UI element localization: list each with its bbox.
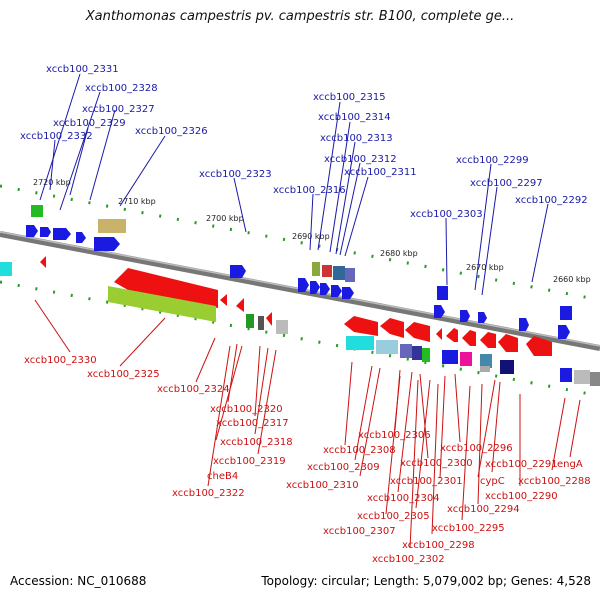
gene-label[interactable]: xccb100_2325 [87,369,160,380]
gene-label[interactable]: xccb100_2330 [24,355,97,366]
gene-label[interactable]: xccb100_2312 [324,154,397,165]
gene-label[interactable]: engA [557,459,583,470]
gene-label[interactable]: xccb100_2318 [220,437,293,448]
gene-label[interactable]: xccb100_2306 [358,430,431,441]
gene-label[interactable]: xccb100_2320 [210,404,283,415]
gene-label[interactable]: xccb100_2322 [172,488,245,499]
gene-label[interactable]: xccb100_2316 [273,185,346,196]
gene-label[interactable]: xccb100_2308 [323,445,396,456]
gene-label[interactable]: xccb100_2327 [82,104,155,115]
genome-summary: Topology: circular; Length: 5,079,002 bp… [261,574,591,588]
gene-label[interactable]: xccb100_2299 [456,155,529,166]
accession-text: Accession: NC_010688 [10,574,147,588]
gene-label[interactable]: xccb100_2304 [367,493,440,504]
gene-label[interactable]: xccb100_2292 [515,195,588,206]
gene-label[interactable]: xccb100_2303 [410,209,483,220]
gene-label[interactable]: xccb100_2302 [372,554,445,565]
gene-label[interactable]: xccb100_2326 [135,126,208,137]
gene-label[interactable]: xccb100_2324 [157,384,230,395]
gene-label[interactable]: xccb100_2329 [53,118,126,129]
scale-label: 2720 kbp [33,178,71,187]
gene-label[interactable]: xccb100_2296 [440,443,513,454]
scale-label: 2680 kbp [380,249,418,258]
gene-label[interactable]: xccb100_2313 [320,133,393,144]
gene-label[interactable]: cheB4 [207,471,238,482]
gene-label[interactable]: xccb100_2311 [344,167,417,178]
gene-label[interactable]: xccb100_2310 [286,480,359,491]
gene-label[interactable]: xccb100_2298 [402,540,475,551]
gene-label[interactable]: xccb100_2328 [85,83,158,94]
scale-label: 2660 kbp [553,275,591,284]
gene-label[interactable]: xccb100_2314 [318,112,391,123]
gene-label[interactable]: xccb100_2332 [20,131,93,142]
gene-label[interactable]: xccb100_2290 [485,491,558,502]
scale-label: 2710 kbp [118,197,156,206]
gene-label[interactable]: xccb100_2300 [400,458,473,469]
scale-label: 2700 kbp [206,214,244,223]
lower-leaders [34,299,581,549]
upper-leaders [39,73,549,296]
gene-label[interactable]: xccb100_2331 [46,64,119,75]
gene-label[interactable]: xccb100_2294 [447,504,520,515]
gene-label[interactable]: xccb100_2315 [313,92,386,103]
gene-label[interactable]: xccb100_2288 [518,476,591,487]
gene-label[interactable]: xccb100_2297 [470,178,543,189]
gene-label[interactable]: xccb100_2319 [213,456,286,467]
forward-genes [26,205,572,339]
gene-label[interactable]: xccb100_2291 [485,459,558,470]
gene-label[interactable]: xccb100_2317 [216,418,289,429]
gene-label[interactable]: xccb100_2295 [432,523,505,534]
gene-label[interactable]: cypC [480,476,505,487]
gene-label[interactable]: xccb100_2309 [307,462,380,473]
scale-label: 2670 kbp [466,263,504,272]
map-title: Xanthomonas campestris pv. campestris st… [85,9,515,24]
gene-label[interactable]: xccb100_2307 [323,526,396,537]
gene-label[interactable]: xccb100_2301 [390,476,463,487]
gene-label[interactable]: xccb100_2323 [199,169,272,180]
reverse-genes [0,256,600,386]
gene-label[interactable]: xccb100_2305 [357,511,430,522]
